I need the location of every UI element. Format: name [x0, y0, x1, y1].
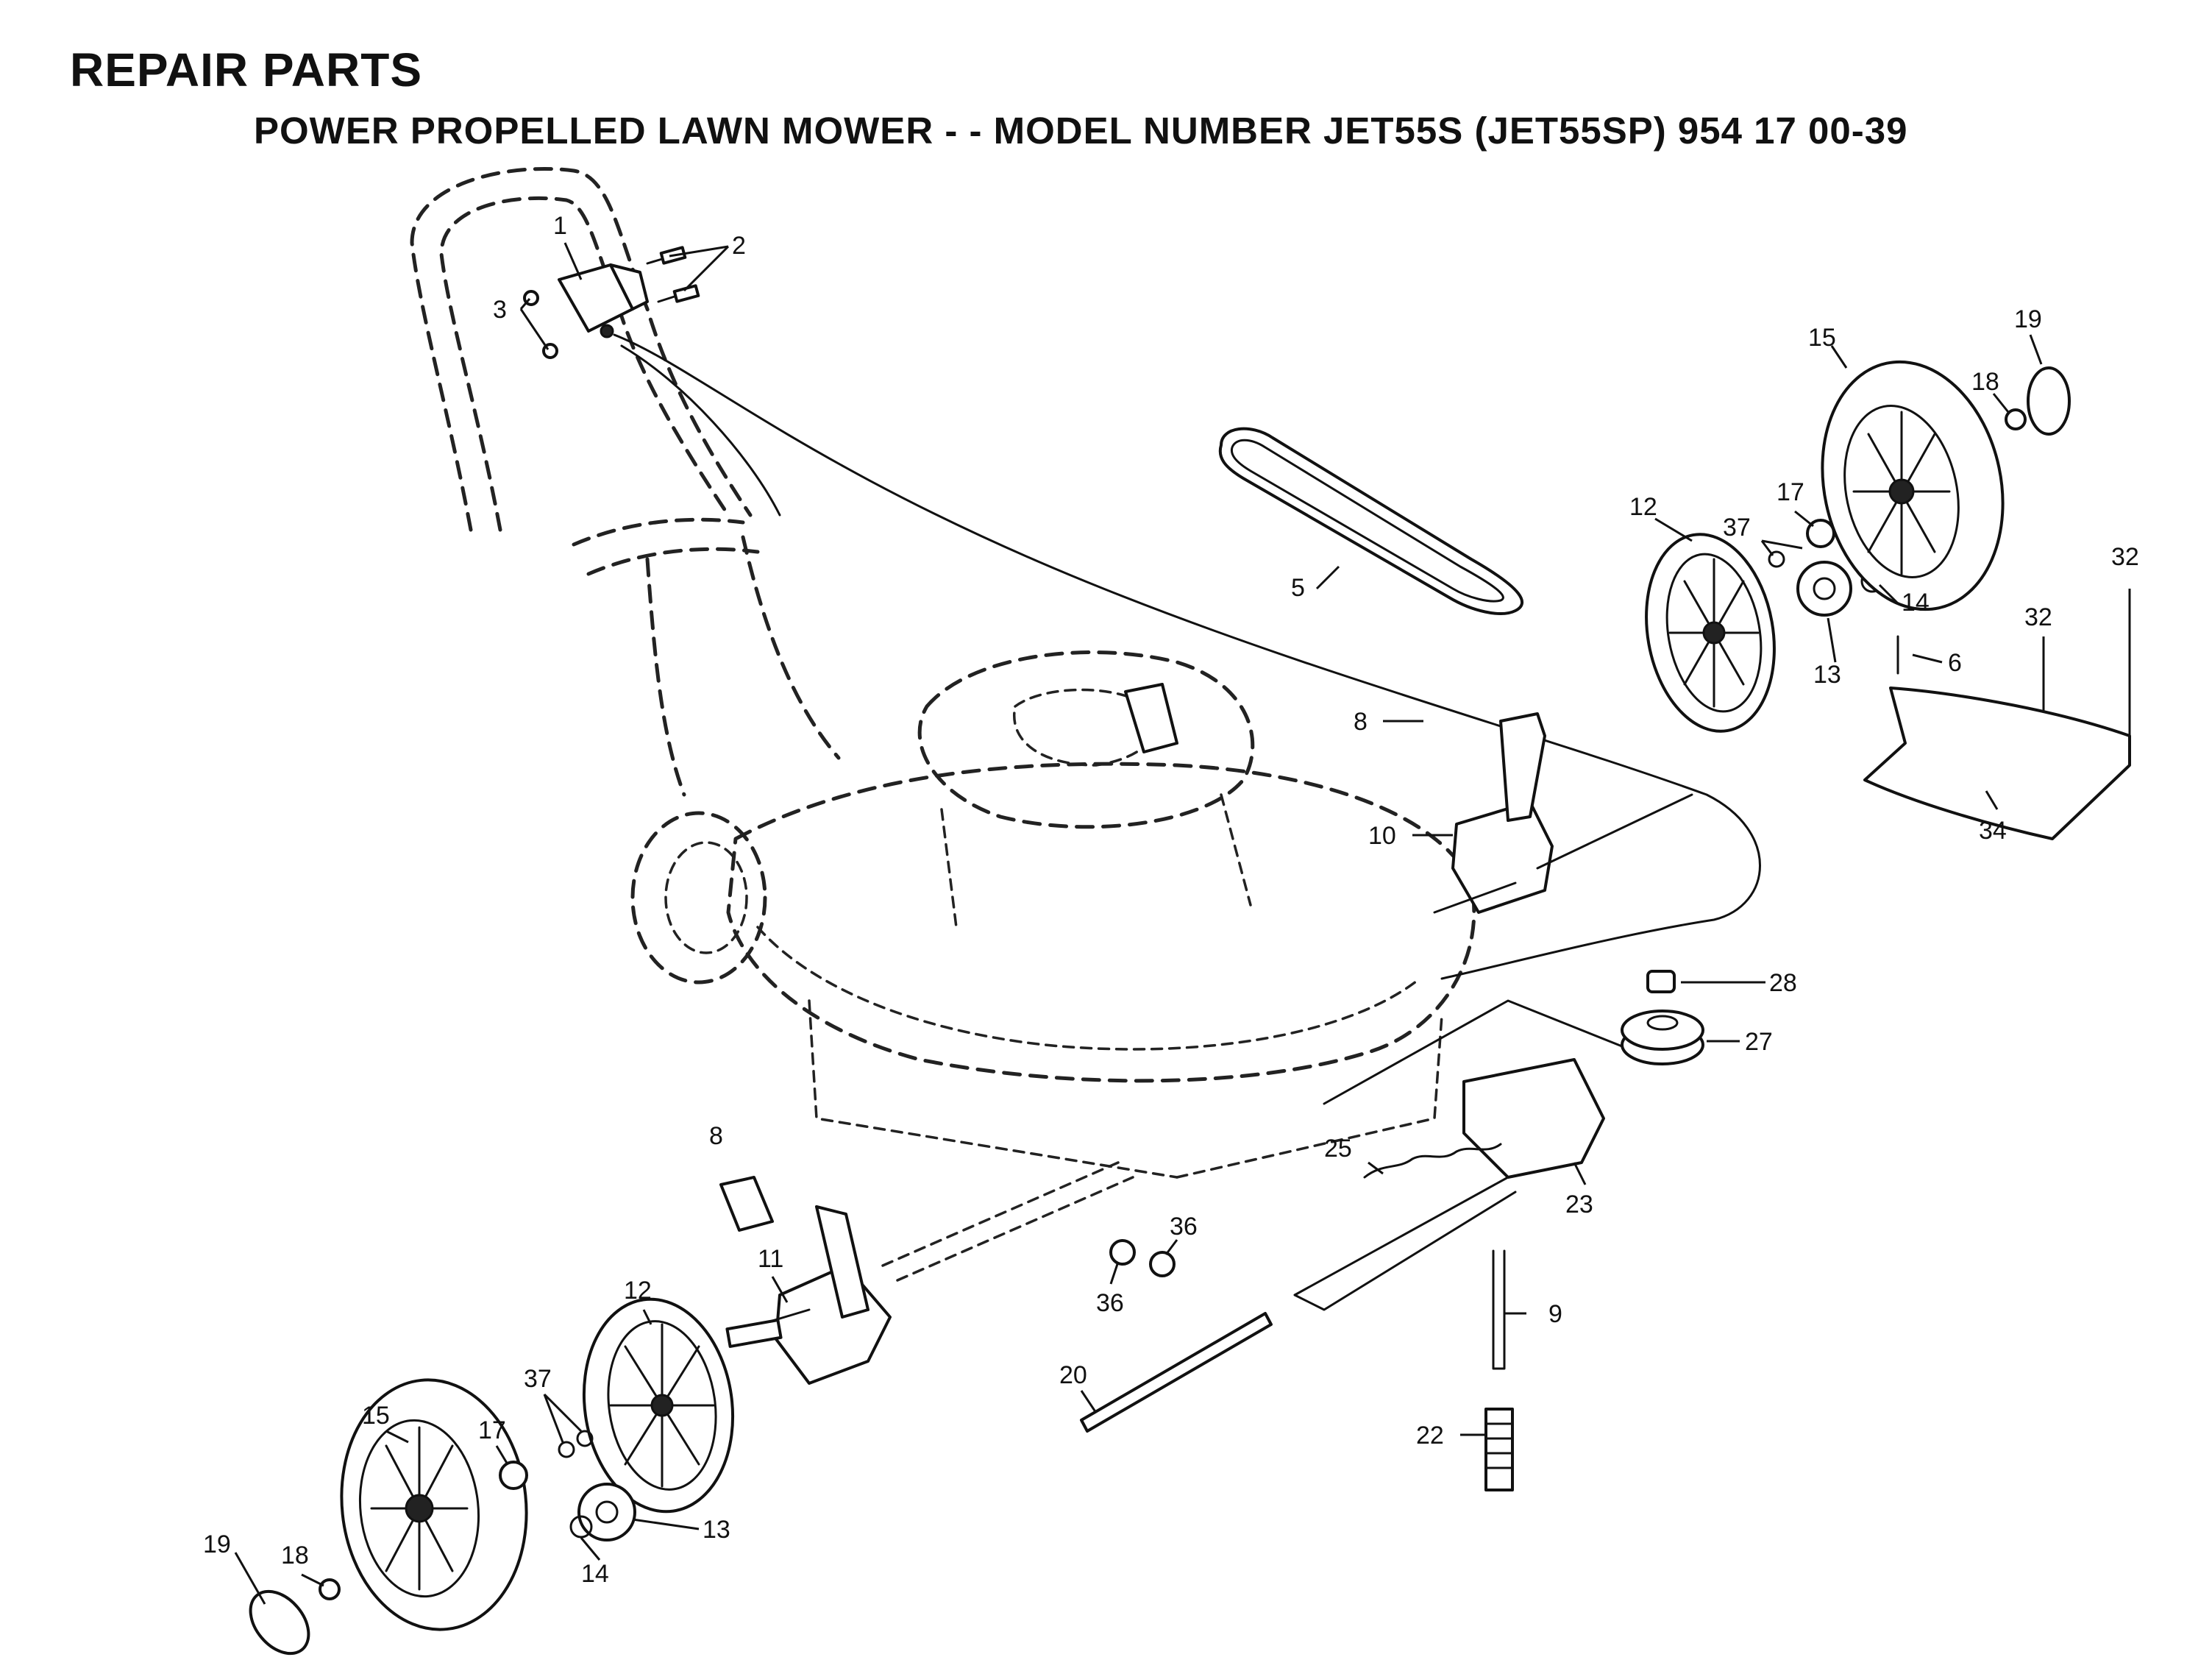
- callout-part-22: 22: [1416, 1422, 1444, 1450]
- part-callouts: 1 2 3 5 6 8 8 9 10 11 12 12 13 13 14 14 …: [203, 212, 2139, 1588]
- callout-part-8-left: 8: [709, 1122, 723, 1150]
- pulley-nut: [1646, 970, 1676, 993]
- callout-part-19-right: 19: [2014, 305, 2042, 333]
- callout-part-23: 23: [1565, 1191, 1593, 1218]
- callout-part-1: 1: [553, 212, 567, 240]
- callout-part-13-left: 13: [703, 1516, 730, 1544]
- drive-gear-right: [1796, 561, 1852, 617]
- compression-spring: [1484, 1408, 1514, 1491]
- callout-part-28: 28: [1769, 969, 1797, 997]
- hub-cap-icon: [2027, 366, 2071, 436]
- callout-part-15-right: 15: [1808, 324, 1836, 352]
- height-adjuster-cap: [719, 1176, 774, 1232]
- drive-gear-left: [577, 1483, 636, 1541]
- callout-part-12-left: 12: [624, 1277, 652, 1305]
- callout-part-20: 20: [1059, 1361, 1087, 1389]
- callout-part-37-right: 37: [1723, 514, 1751, 542]
- callout-part-12-right: 12: [1629, 493, 1657, 521]
- callout-part-18-left: 18: [281, 1541, 309, 1569]
- callout-part-6: 6: [1948, 649, 1962, 677]
- callout-part-32-right: 32: [2111, 543, 2139, 571]
- leader-lines: [234, 242, 2131, 1605]
- washer-icon: [558, 1441, 575, 1458]
- extension-spring: [1363, 1143, 1502, 1179]
- transmission-assembly: [1293, 999, 1657, 1311]
- wheel-left: [340, 1378, 528, 1631]
- nut-icon: [1109, 1239, 1136, 1266]
- rear-shield: [1863, 687, 2131, 840]
- callout-part-32-middle: 32: [2024, 603, 2052, 631]
- callout-part-11: 11: [758, 1245, 783, 1273]
- wheel-right: [1821, 360, 2005, 611]
- rear-wheel-hub-right: [1645, 533, 1776, 733]
- hub-cap-icon: [249, 1589, 310, 1656]
- callout-part-17-left: 17: [478, 1416, 506, 1444]
- bracket-bolts: [646, 246, 700, 303]
- callout-part-17-right: 17: [1777, 478, 1804, 506]
- callout-part-9: 9: [1548, 1300, 1562, 1328]
- callout-part-15-left: 15: [362, 1402, 390, 1430]
- control-bracket: [558, 263, 649, 338]
- page-title: REPAIR PARTS: [70, 43, 422, 96]
- washer-icon: [576, 1430, 594, 1447]
- callout-part-13-right: 13: [1813, 661, 1841, 689]
- rear-wheel-hub-left: [582, 1297, 735, 1514]
- callout-part-36-lower: 36: [1096, 1289, 1124, 1317]
- snap-ring-icon: [569, 1515, 593, 1539]
- height-adjuster-cap: [1124, 683, 1178, 753]
- callout-part-18-right: 18: [1971, 368, 1999, 396]
- callout-part-14-left: 14: [581, 1560, 609, 1588]
- callout-part-27: 27: [1745, 1028, 1773, 1056]
- mower-ghost-outline: [410, 167, 1476, 1282]
- callout-part-5: 5: [1291, 574, 1305, 602]
- pivot-pin: [1492, 1249, 1506, 1370]
- callout-part-2: 2: [732, 232, 746, 260]
- nut-icon: [1149, 1251, 1176, 1277]
- right-height-adjuster: [1433, 712, 1693, 914]
- callout-part-14-right: 14: [1902, 589, 1930, 617]
- bearing-icon: [1806, 519, 1835, 548]
- callout-part-25: 25: [1324, 1135, 1352, 1163]
- hub-nut-icon: [2005, 408, 2027, 430]
- callout-part-37-left: 37: [524, 1365, 552, 1393]
- drive-belt: [1218, 427, 1523, 615]
- callout-part-3: 3: [493, 296, 507, 324]
- bearing-icon: [499, 1461, 528, 1490]
- washer-icon: [1768, 550, 1785, 568]
- callout-part-8-right: 8: [1354, 708, 1368, 736]
- callout-part-36-upper: 36: [1170, 1213, 1198, 1241]
- callout-part-19-left: 19: [203, 1530, 231, 1558]
- control-cable: [613, 333, 1761, 980]
- left-height-adjuster: [725, 1205, 892, 1385]
- axle-rod: [1080, 1312, 1273, 1433]
- page-subtitle: POWER PROPELLED LAWN MOWER - - MODEL NUM…: [254, 110, 1908, 152]
- hub-nut-icon: [319, 1578, 341, 1600]
- callout-part-34: 34: [1979, 817, 2007, 845]
- callout-part-10: 10: [1368, 822, 1396, 850]
- drive-pulley: [1621, 1010, 1704, 1065]
